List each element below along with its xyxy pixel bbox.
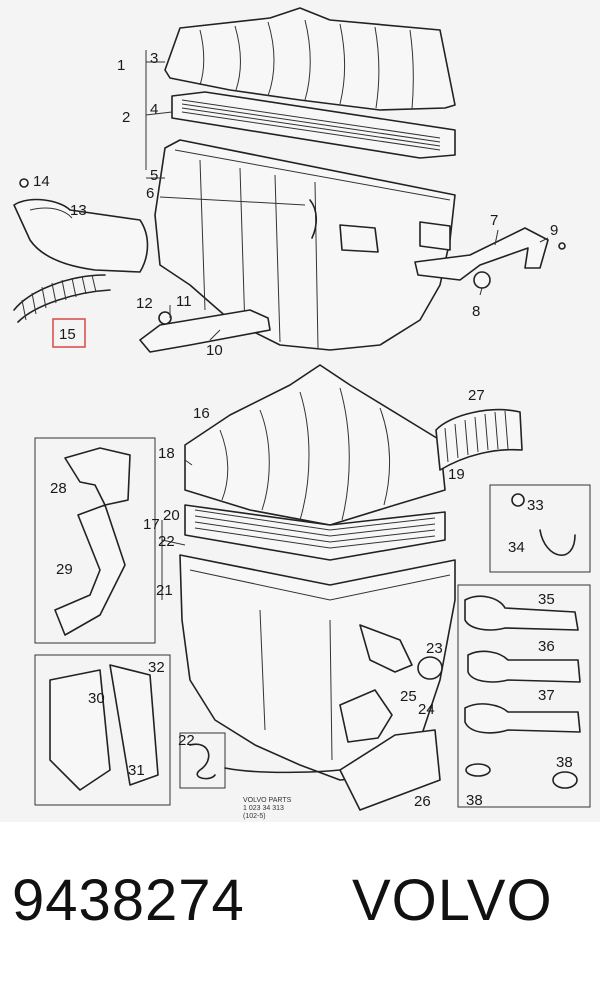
callout-12: 12 — [136, 295, 153, 312]
callout-3: 3 — [150, 50, 158, 67]
stamp-line-1: VOLVO PARTS — [243, 797, 292, 804]
leader-lines — [145, 50, 549, 600]
inset-clamp-33-34 — [489, 484, 591, 573]
callout-29: 29 — [56, 561, 73, 578]
callout-10: 10 — [206, 342, 223, 359]
callout-22a: 22 — [158, 533, 175, 550]
inset-bracket-28-29 — [34, 437, 156, 644]
callout-8: 8 — [472, 303, 480, 320]
callout-2: 2 — [122, 109, 130, 126]
callout-1: 1 — [117, 57, 125, 74]
callout-5: 5 — [150, 167, 158, 184]
callout-35: 35 — [538, 591, 555, 608]
corrugated-hose — [13, 274, 111, 323]
callout-31: 31 — [128, 762, 145, 779]
callout-9: 9 — [550, 222, 558, 239]
callout-20: 20 — [163, 507, 180, 524]
brand-name: VOLVO — [352, 868, 553, 933]
air-cleaner-housing — [154, 139, 456, 351]
intake-elbow-hose — [13, 198, 149, 273]
lower-filter-element — [184, 504, 446, 561]
callout-11: 11 — [176, 293, 192, 310]
callout-34: 34 — [508, 539, 525, 556]
inset-hoses-35-38 — [457, 584, 591, 808]
part-number: 9438274 — [12, 868, 245, 933]
lower-air-cleaner-lid — [184, 364, 446, 526]
stamp-line-3: (102-5) — [243, 813, 266, 820]
parts-diagram: 1 2 3 4 5 6 7 8 9 10 11 12 13 14 15 16 1… — [0, 0, 600, 822]
callout-17: 17 — [143, 516, 160, 533]
mounting-brackets — [19, 178, 566, 353]
inset-bracket-30-32 — [34, 654, 171, 806]
callout-38a: 38 — [466, 792, 483, 809]
callout-27: 27 — [468, 387, 485, 404]
stamp-line-2: 1 023 34 313 — [243, 805, 284, 812]
air-filter-element — [171, 91, 456, 159]
callout-13: 13 — [70, 202, 87, 219]
callout-16: 16 — [193, 405, 210, 422]
callout-36: 36 — [538, 638, 555, 655]
callout-21: 21 — [156, 582, 173, 599]
callout-23: 23 — [426, 640, 443, 657]
callout-37: 37 — [538, 687, 555, 704]
air-cleaner-lid — [164, 7, 456, 111]
callout-25: 25 — [400, 688, 417, 705]
corrugated-hose-upper — [435, 408, 523, 471]
callout-15: 15 — [59, 326, 76, 343]
callout-6: 6 — [146, 185, 154, 202]
callout-19: 19 — [448, 466, 465, 483]
inset-clip-22 — [179, 732, 341, 789]
highlight-box — [52, 318, 86, 348]
callout-28: 28 — [50, 480, 67, 497]
callout-7: 7 — [490, 212, 498, 229]
callout-labels: 1 2 3 4 5 6 7 8 9 10 11 12 13 14 15 16 1… — [33, 50, 573, 810]
callout-33: 33 — [527, 497, 544, 514]
drawing-stamp: VOLVO PARTS 1 023 34 313 (102-5) — [243, 797, 292, 820]
callout-14: 14 — [33, 173, 50, 190]
lower-housing — [179, 554, 456, 811]
callout-26: 26 — [414, 793, 431, 810]
exploded-view-drawing: 1 2 3 4 5 6 7 8 9 10 11 12 13 14 15 16 1… — [13, 7, 591, 820]
callout-4: 4 — [150, 101, 158, 118]
callout-30: 30 — [88, 690, 105, 707]
callout-18: 18 — [158, 445, 175, 462]
callout-24: 24 — [418, 701, 435, 718]
callout-32: 32 — [148, 659, 165, 676]
callout-22b: 22 — [178, 732, 195, 749]
caption-bar: 9438274 VOLVO — [0, 822, 600, 985]
callout-38b: 38 — [556, 754, 573, 771]
